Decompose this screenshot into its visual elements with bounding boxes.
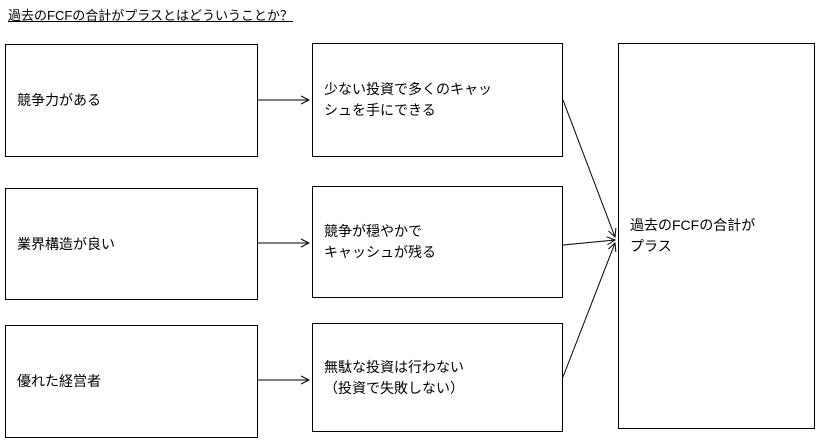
cause-box-good-management-label: 優れた経営者 [17,373,101,389]
cause-box-industry-structure: 業界構造が良い [5,188,258,300]
cause-box-competitiveness: 競争力がある [5,44,258,157]
conclusion-box-past-fcf-positive: 過去のFCFの合計がプラス [618,43,815,429]
effect-box-no-wasteful-investment: 無駄な投資は行わない （投資で失敗しない） [312,323,563,432]
effect-box-mild-competition-cash-remains-label: 競争が穏やかで キャッシュが残る [324,223,436,260]
effect-box-no-wasteful-investment-label: 無駄な投資は行わない （投資で失敗しない） [324,358,464,396]
arrow-effect1-to-conclusion [562,99,615,237]
effect-box-cash-from-little-investment: 少ない投資で多くのキャッシュを手にできる [312,43,563,157]
arrow-effect2-to-conclusion [562,240,615,246]
cause-box-competitiveness-label: 競争力がある [17,92,101,108]
effect-box-cash-from-little-investment-label: 少ない投資で多くのキャッシュを手にできる [324,81,492,118]
cause-box-industry-structure-label: 業界構造が良い [17,235,115,252]
cause-box-good-management: 優れた経営者 [5,325,258,438]
conclusion-box-label: 過去のFCFの合計がプラス [630,217,756,254]
diagram-title: 過去のFCFの合計がプラスとはどういうことか？ [8,8,294,23]
effect-box-mild-competition-cash-remains: 競争が穏やかで キャッシュが残る [312,186,563,298]
arrow-effect3-to-conclusion [562,243,615,378]
